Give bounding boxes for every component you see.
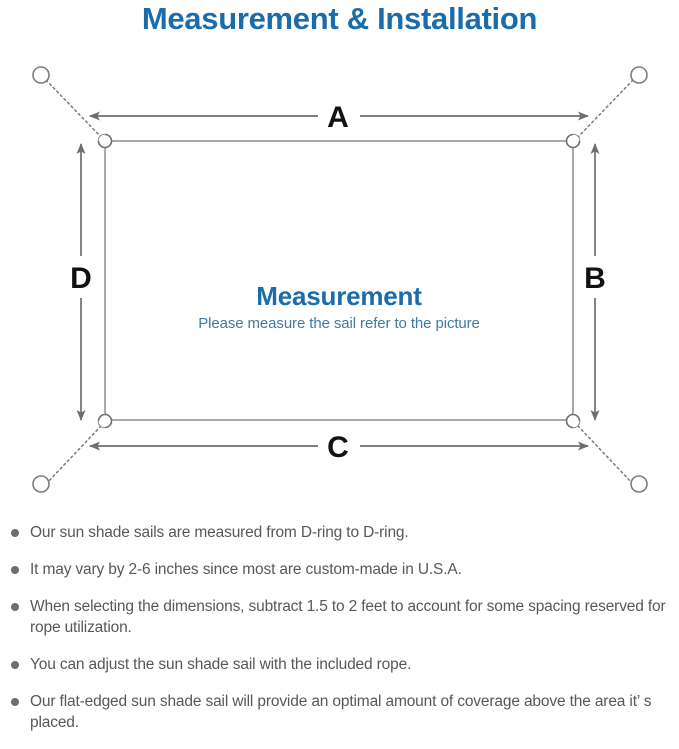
shade-sail-body: [104, 140, 574, 421]
dimension-label-b: B: [584, 262, 606, 295]
anchor-point-circles: [32, 66, 648, 493]
list-item-text: When selecting the dimensions, subtract …: [30, 598, 666, 636]
anchor-point-top-left: [32, 66, 50, 84]
dimension-label-d: D: [70, 262, 92, 295]
anchor-point-bottom-left: [32, 475, 50, 493]
dimension-label-c: C: [327, 431, 349, 464]
bullet-icon: [11, 566, 19, 574]
list-item: When selecting the dimensions, subtract …: [0, 596, 679, 638]
anchor-point-bottom-right: [630, 475, 648, 493]
bullet-icon: [11, 603, 19, 611]
list-item-text: Our flat-edged sun shade sail will provi…: [30, 693, 652, 731]
bullet-icon: [11, 698, 19, 706]
center-callout: Measurement Please measure the sail refe…: [105, 280, 573, 336]
page-title: Measurement & Installation: [141, 1, 538, 36]
sail-measurement-diagram: A C D B Measurement Please measure the: [0, 40, 679, 510]
notes-list: Our sun shade sails are measured from D-…: [0, 522, 679, 749]
d-ring-fills: [98, 134, 580, 428]
list-item: You can adjust the sun shade sail with t…: [0, 654, 679, 675]
list-item: It may vary by 2-6 inches since most are…: [0, 559, 679, 580]
list-item-text: It may vary by 2-6 inches since most are…: [30, 561, 462, 578]
list-item-text: You can adjust the sun shade sail with t…: [30, 656, 412, 673]
list-item: Our flat-edged sun shade sail will provi…: [0, 691, 679, 733]
bullet-icon: [11, 529, 19, 537]
center-callout-title: Measurement: [256, 281, 422, 311]
center-callout-subtitle: Please measure the sail refer to the pic…: [198, 315, 480, 332]
dimension-label-a: A: [327, 101, 349, 134]
list-item-text: Our sun shade sails are measured from D-…: [30, 524, 409, 541]
bullet-icon: [11, 661, 19, 669]
anchor-point-top-right: [630, 66, 648, 84]
list-item: Our sun shade sails are measured from D-…: [0, 522, 679, 543]
